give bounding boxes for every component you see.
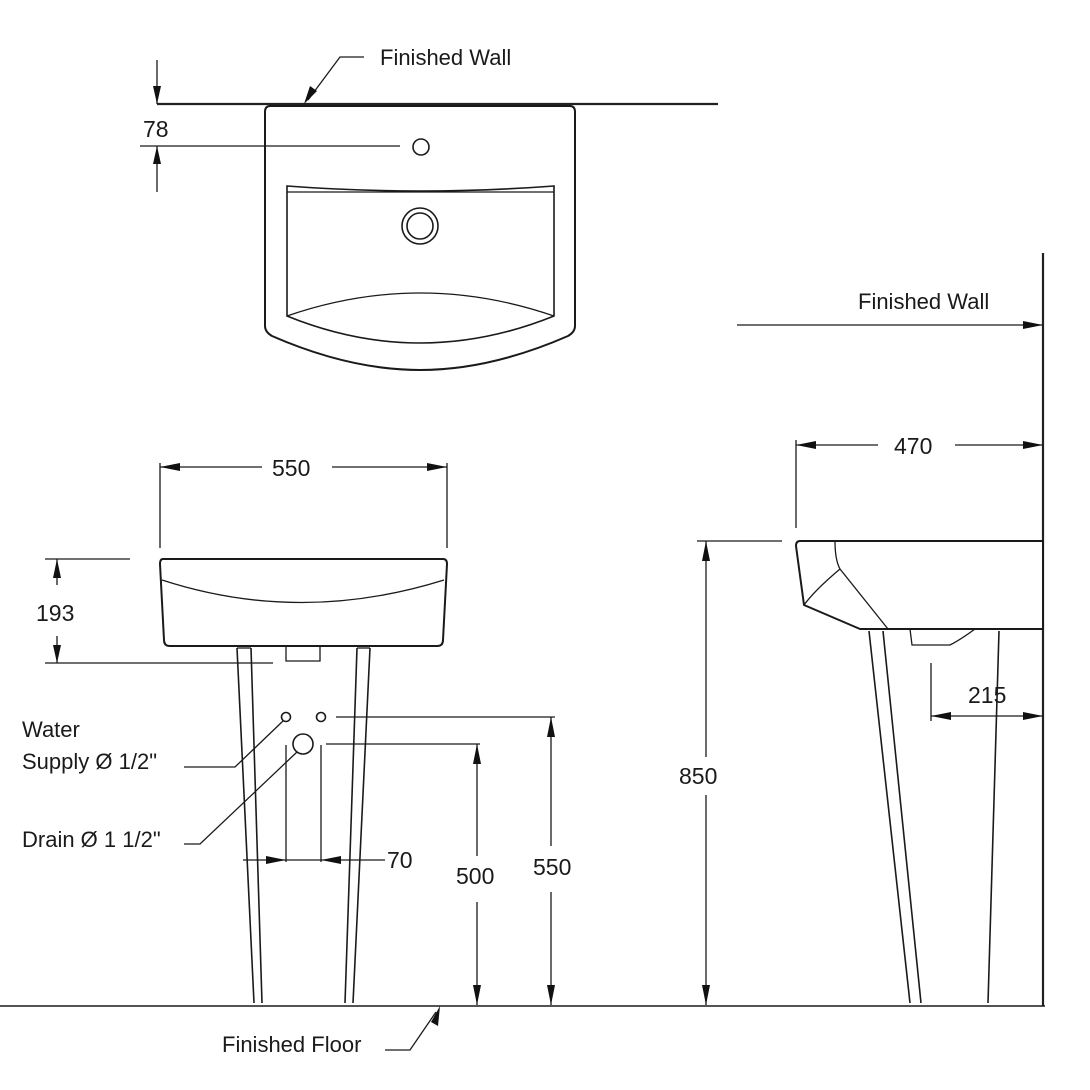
dim-193-label: 193 <box>36 600 74 626</box>
dim-70-arrow-left <box>266 856 286 864</box>
dim-500-arrow-top <box>473 744 481 764</box>
water-supply-label-line1: Water <box>22 717 80 742</box>
top-view: 78 Finished Wall <box>140 45 718 371</box>
water-supply-label-line2: Supply Ø 1/2" <box>22 749 157 774</box>
dim-500-arrow-bottom <box>473 985 481 1005</box>
bowl-drain-outer <box>401 207 439 245</box>
side-basin-profile <box>795 540 1044 630</box>
dim-470-arrow-right <box>1023 441 1043 449</box>
dim-850-arrow-bottom <box>702 985 710 1005</box>
dim-width-arrow-right <box>427 463 447 471</box>
side-view: Finished Wall 470 850 215 <box>665 253 1045 1007</box>
dim-850-arrow-top <box>702 541 710 561</box>
dim-78-arrow-bottom <box>153 146 161 164</box>
water-supply-hole-right <box>315 711 327 723</box>
side-waste-trap <box>909 628 976 646</box>
side-basin-inner-curve <box>803 540 889 630</box>
top-wall-leader <box>307 56 364 101</box>
floor-leader-arrow <box>431 1006 440 1026</box>
top-view-basin-outline <box>264 105 576 371</box>
side-pedestal-front <box>868 630 922 1004</box>
floor-leader <box>385 1011 437 1051</box>
side-pedestal-back <box>987 630 1000 1004</box>
dim-550h-arrow-bottom <box>547 985 555 1005</box>
dim-78-label: 78 <box>143 116 169 142</box>
dim-width-arrow-left <box>160 463 180 471</box>
water-supply-hole-left <box>280 711 292 723</box>
front-pedestal-right-leg <box>344 647 371 1004</box>
top-wall-leader-arrow <box>304 86 317 104</box>
dim-850-label: 850 <box>679 763 717 789</box>
top-view-bowl-front-curve <box>286 292 555 317</box>
dim-70-arrow-right <box>321 856 341 864</box>
front-view: 550 193 70 500 <box>0 455 665 1057</box>
dim-70-label: 70 <box>387 847 413 873</box>
drain-leader <box>184 751 298 845</box>
front-view-basin-curve <box>161 579 445 604</box>
bowl-drain-inner <box>406 212 434 240</box>
finished-floor-label: Finished Floor <box>222 1032 361 1057</box>
dim-500-label: 500 <box>456 863 494 889</box>
tap-hole <box>412 138 430 156</box>
dim-550h-label: 550 <box>533 854 571 880</box>
top-wall-label: Finished Wall <box>380 45 511 70</box>
dim-470-label: 470 <box>894 433 932 459</box>
dim-215-label: 215 <box>968 682 1006 708</box>
side-wall-label: Finished Wall <box>858 289 989 314</box>
dim-215-arrow-right <box>1023 712 1043 720</box>
dim-550h-arrow-top <box>547 717 555 737</box>
front-pedestal-left-leg <box>236 647 263 1004</box>
dim-78-arrow-top <box>153 86 161 104</box>
dim-193-arrow-bottom <box>53 645 61 663</box>
water-supply-leader <box>184 720 284 768</box>
drain-label: Drain Ø 1 1/2" <box>22 827 161 852</box>
dim-470-arrow-left <box>796 441 816 449</box>
dim-215-arrow-left <box>931 712 951 720</box>
dim-193-arrow-top <box>53 559 61 578</box>
drain-hole <box>292 733 314 755</box>
front-view-waste-box <box>285 646 321 662</box>
dim-width-label: 550 <box>272 455 310 481</box>
side-wall-arrow <box>1023 321 1043 329</box>
